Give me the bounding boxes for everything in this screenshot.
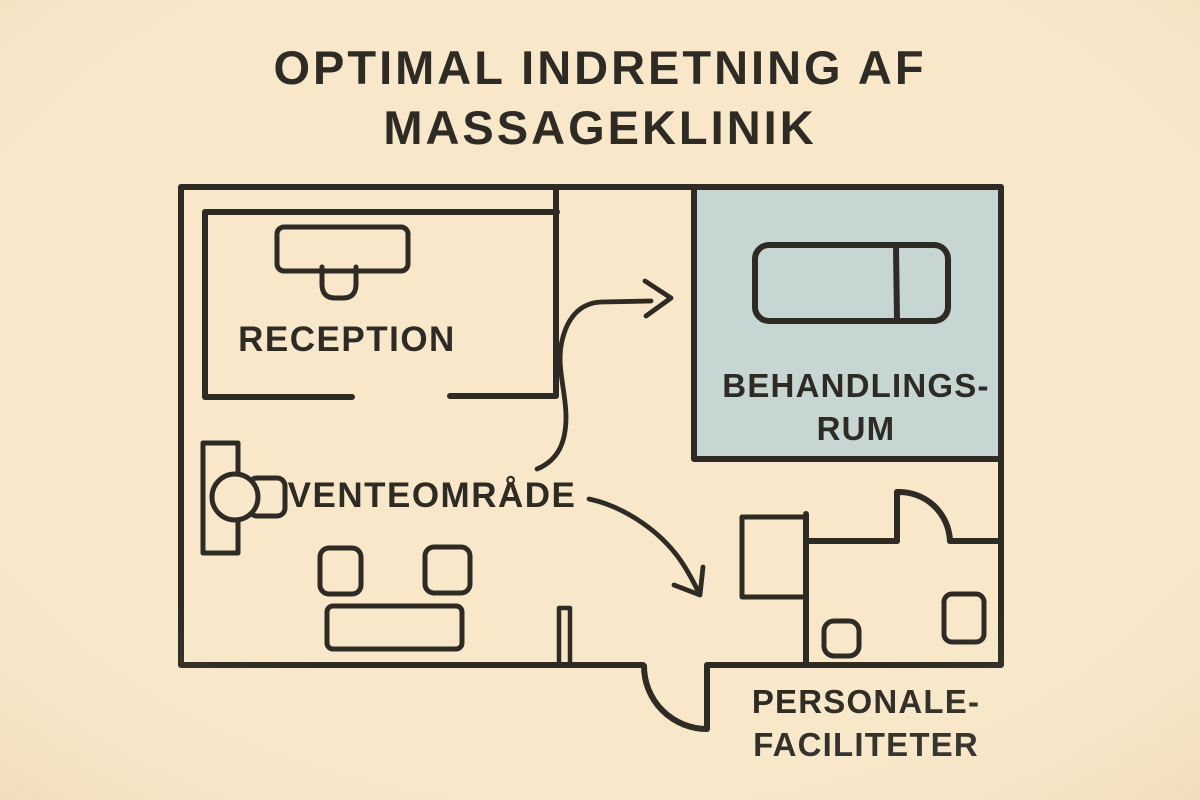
waiting-stool-icon [209, 471, 261, 523]
staff-facilities-label-line1: PERSONALE- [752, 683, 980, 720]
treatment-room-label-line2: RUM [817, 410, 896, 447]
treatment-room-label-line1: BEHANDLINGS- [722, 367, 989, 404]
poster-title-line1: OPTIMAL INDRETNING AF [273, 41, 926, 94]
waiting-area-label: VENTEOMRÅDE [288, 475, 577, 515]
poster-title-line2: MASSAGEKLINIK [383, 101, 816, 154]
staff-facilities-label-line2: FACILITETER [753, 726, 979, 763]
reception-label: RECEPTION [238, 320, 456, 359]
massage-table-headrest-divider [893, 244, 900, 322]
